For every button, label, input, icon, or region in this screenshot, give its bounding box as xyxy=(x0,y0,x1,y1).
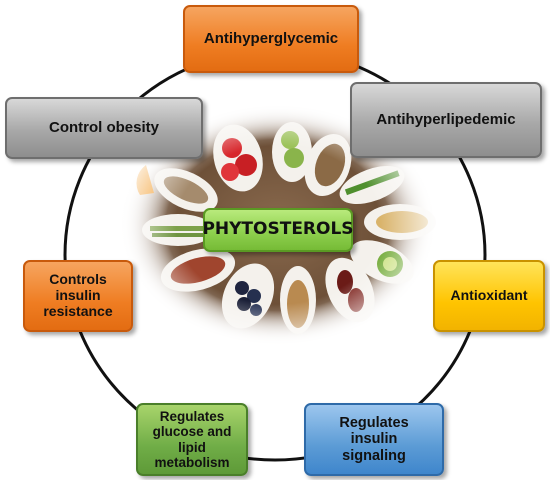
node-antihyperlipedemic: Antihyperlipedemic xyxy=(350,82,542,158)
node-antihyperglycemic: Antihyperglycemic xyxy=(183,5,359,73)
node-antioxidant: Antioxidant xyxy=(433,260,545,332)
node-regulates-insulin-signaling: Regulates insulin signaling xyxy=(304,403,444,476)
center-phytosterols: PHYTOSTEROLS xyxy=(202,208,354,252)
node-control-obesity: Control obesity xyxy=(5,97,203,159)
node-controls-insulin-resistance: Controls insulin resistance xyxy=(23,260,133,332)
node-regulates-glucose-lipid: Regulates glucose and lipid metabolism xyxy=(136,403,248,476)
